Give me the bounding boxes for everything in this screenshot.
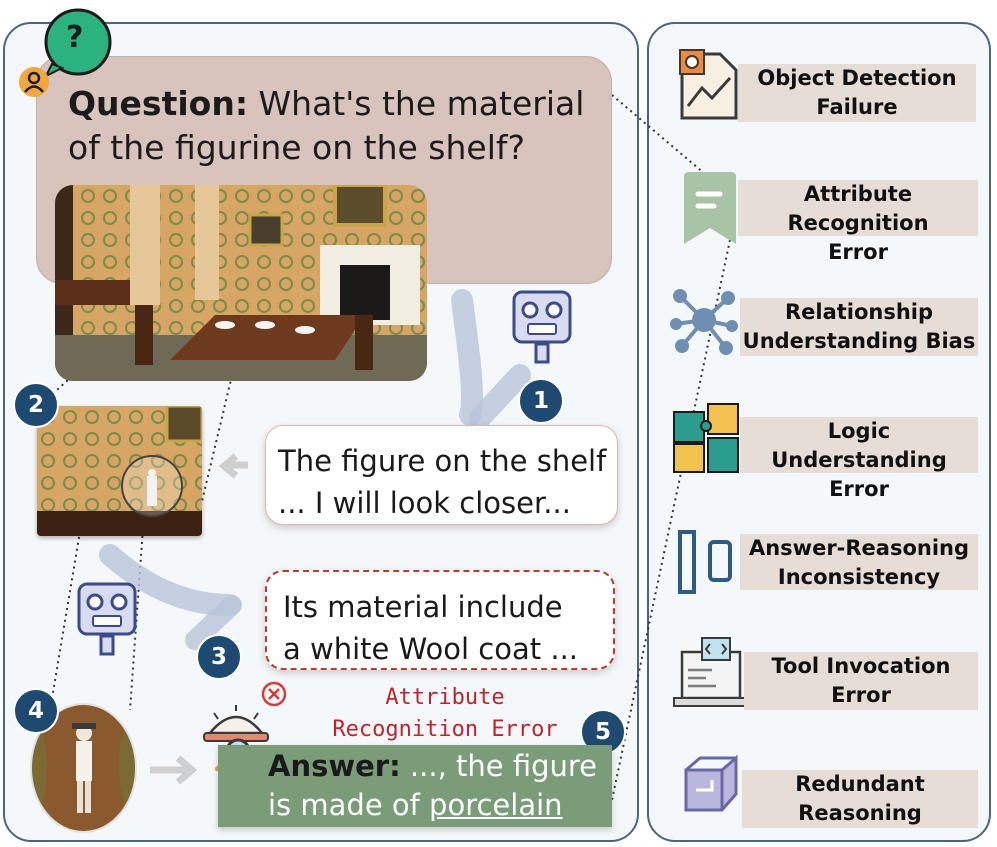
category-redundant: Redundant Reasoning (742, 770, 978, 828)
error-label-line1: Attribute (385, 685, 505, 710)
error-label: Attribute Recognition Error (300, 682, 590, 746)
category-line1: Tool Invocation (771, 654, 951, 678)
category-line1: Answer-Reasoning (748, 536, 970, 560)
category-relationship: Relationship Understanding Bias (740, 298, 978, 356)
question-bubble-icon: ? (38, 4, 114, 80)
bubble2-line1: Its material include (283, 590, 563, 624)
connector-question-to-attribute (611, 94, 713, 181)
answer-text-part1: ..., the figure (400, 749, 598, 783)
bookmark-tag-icon (682, 172, 746, 244)
category-line1: Relationship (784, 300, 934, 324)
category-line1: Object Detection (757, 66, 957, 90)
connector-crop-to-crop2b (129, 499, 146, 711)
flow-arrow-1 (451, 289, 483, 426)
error-label-line2: Recognition Error (332, 717, 558, 742)
category-logic: Logic Understanding Error (740, 417, 978, 501)
step-badge-4: 4 (13, 688, 59, 734)
category-line2: Error (829, 477, 889, 501)
answer-text-part2: is made of (268, 788, 430, 822)
room-image (55, 185, 427, 381)
puzzle-icon (672, 402, 739, 473)
category-line2: Reasoning (798, 801, 922, 825)
bubble1-line2: ... I will look closer... (278, 486, 571, 520)
question-content: What's the material of the figurine on t… (68, 84, 585, 167)
answer-underlined: porcelain (429, 788, 563, 822)
crop-image-shelf (37, 406, 202, 536)
category-attribute-recognition: Attribute Recognition Error (738, 180, 978, 264)
category-line1: Logic Understanding (771, 419, 947, 472)
question-mark: ? (66, 20, 84, 55)
bubble2-line2: a white Wool coat ... (283, 632, 579, 666)
step-badge-3: 3 (196, 634, 242, 680)
category-answer-reasoning: Answer-Reasoning Inconsistency (740, 534, 978, 590)
category-line1: Redundant (795, 772, 925, 796)
robot-icon-2 (75, 582, 139, 658)
step-badge-2: 2 (13, 382, 59, 428)
cube-loop-icon (676, 754, 740, 818)
arrow-right-small (150, 755, 198, 785)
reasoning-bubble-2: Its material include a white Wool coat .… (265, 570, 615, 670)
category-line1: Attribute Recognition (787, 182, 929, 235)
reasoning-bubble-1: The figure on the shelf ... I will look … (265, 425, 618, 525)
category-line2: Understanding Bias (742, 329, 976, 353)
connector-crop-to-crop2 (39, 459, 93, 771)
category-line2: Error (831, 683, 891, 707)
bubble1-line1: The figure on the shelf (278, 444, 607, 478)
step-badge-1: 1 (518, 378, 564, 424)
category-line2: Inconsistency (777, 565, 941, 589)
category-line2: Error (828, 240, 888, 264)
network-icon (668, 284, 738, 355)
arrow-left-small (218, 453, 248, 479)
error-x-icon (260, 680, 288, 708)
user-icon (18, 66, 50, 98)
category-object-detection: Object Detection Failure (738, 64, 976, 122)
category-line2: Failure (816, 95, 898, 119)
question-label: Question: (68, 84, 249, 123)
object-detection-icon (676, 48, 740, 120)
category-tool-invocation: Tool Invocation Error (744, 652, 978, 710)
robot-icon (510, 290, 574, 366)
code-laptop-icon (672, 636, 748, 707)
answer-box: Answer: ..., the figure is made of porce… (218, 745, 612, 827)
flow-arrow-2 (99, 544, 241, 616)
answer-label: Answer: (268, 749, 401, 783)
bars-icon (676, 528, 740, 594)
question-text: Question: What's the material of the fig… (68, 82, 608, 170)
